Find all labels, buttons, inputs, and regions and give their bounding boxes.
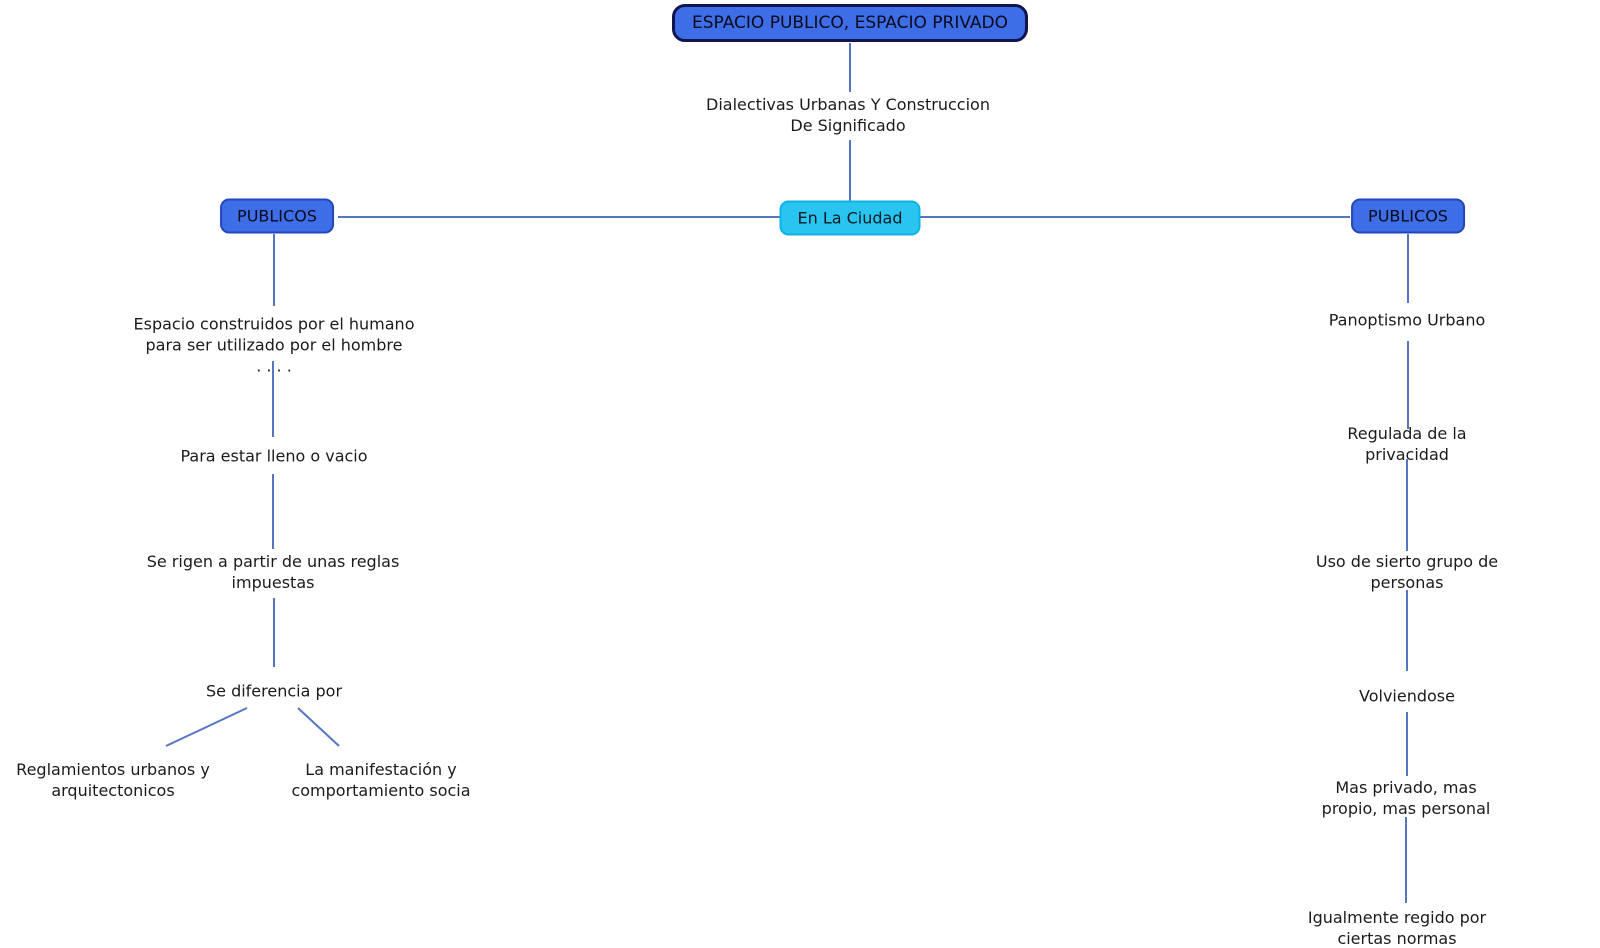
connector-line xyxy=(297,707,340,747)
node-reglamientos-urbanos[interactable]: Reglamientos urbanos y arquitectonicos xyxy=(16,760,210,800)
node-panoptismo-urbano[interactable]: Panoptismo Urbano xyxy=(1328,310,1486,330)
node-se-rigen-reglas[interactable]: Se rigen a partir de unas reglas impuest… xyxy=(146,552,400,592)
node-igualmente-regido[interactable]: Igualmente regido por ciertas normas xyxy=(1307,908,1487,948)
node-publicos-right[interactable]: PUBLICOS xyxy=(1351,198,1465,234)
node-manifestacion-comportamiento[interactable]: La manifestación y comportamiento socia xyxy=(291,760,471,800)
linking-phrase-dialectivas[interactable]: Dialectivas Urbanas Y Construccion De Si… xyxy=(706,95,990,135)
node-uso-grupo-personas[interactable]: Uso de sierto grupo de personas xyxy=(1315,552,1499,592)
node-espacio-construidos[interactable]: Espacio construidos por el humano para s… xyxy=(133,314,415,376)
node-mas-privado-propio[interactable]: Mas privado, mas propio, mas personal xyxy=(1321,778,1491,818)
node-regulada-privacidad[interactable]: Regulada de la privacidad xyxy=(1347,424,1467,464)
node-para-estar-lleno[interactable]: Para estar lleno o vacio xyxy=(180,446,368,466)
root-topic-box[interactable]: ESPACIO PUBLICO, ESPACIO PRIVADO xyxy=(671,4,1029,42)
node-en-la-ciudad[interactable]: En La Ciudad xyxy=(779,200,921,236)
connector-line xyxy=(165,707,248,747)
node-se-diferencia-por[interactable]: Se diferencia por xyxy=(205,681,343,701)
node-volviendose[interactable]: Volviendose xyxy=(1359,686,1455,706)
node-publicos-left[interactable]: PUBLICOS xyxy=(220,198,334,234)
